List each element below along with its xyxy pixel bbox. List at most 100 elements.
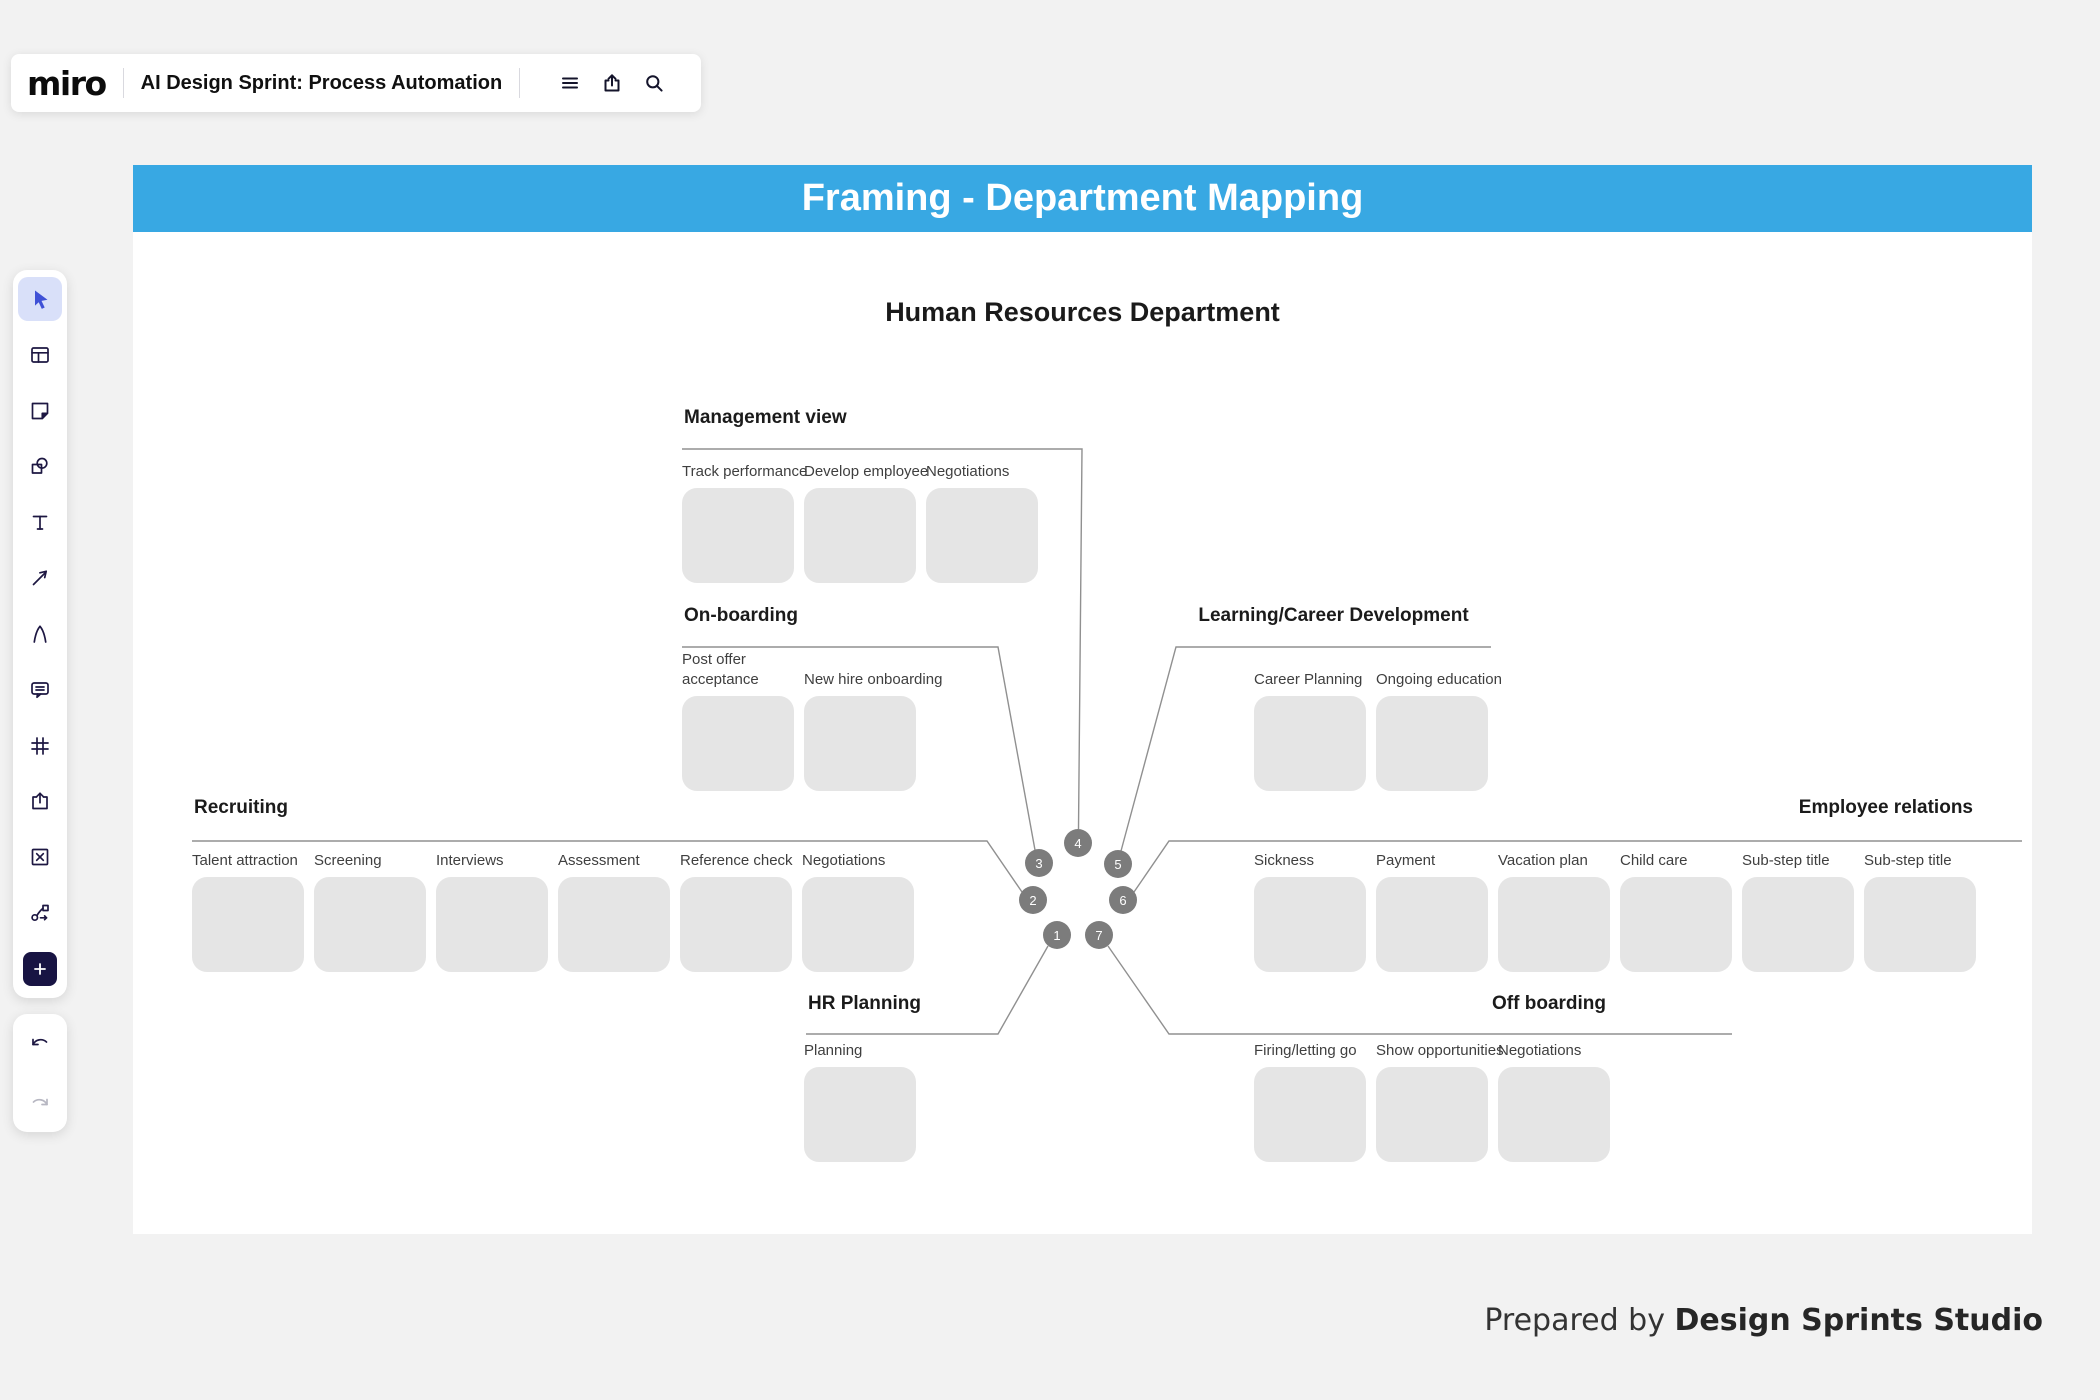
- step-node-7[interactable]: 7: [1085, 921, 1113, 949]
- sub-step: Track performance: [682, 444, 807, 583]
- section-management-view-cards: Track performance Develop employee Negot…: [682, 444, 1038, 583]
- sub-step: Ongoing education: [1376, 652, 1502, 791]
- board-canvas[interactable]: Framing - Department Mapping: [133, 165, 2032, 1234]
- menu-icon: [562, 77, 579, 89]
- step-node-4[interactable]: 4: [1064, 829, 1092, 857]
- sub-step-card[interactable]: [802, 877, 914, 972]
- frame-icon: [31, 736, 49, 755]
- menu-button[interactable]: [549, 62, 591, 104]
- board-name[interactable]: AI Design Sprint: Process Automation: [140, 71, 503, 94]
- embed-box-icon: [31, 848, 49, 866]
- sub-step: Negotiations: [1498, 1023, 1610, 1162]
- section-title-recruiting: Recruiting: [194, 797, 288, 818]
- department-title: Human Resources Department: [885, 297, 1280, 327]
- sub-step-label: Planning: [804, 1041, 863, 1059]
- section-hr-planning-cards: Planning: [804, 1023, 916, 1162]
- section-title-hr-planning: HR Planning: [808, 993, 921, 1014]
- sub-step-label: Interviews: [436, 851, 504, 869]
- sub-step-card[interactable]: [926, 488, 1038, 583]
- sub-step-card[interactable]: [1376, 877, 1488, 972]
- sticky-note-tool-button[interactable]: [18, 389, 62, 433]
- step-node-3[interactable]: 3: [1025, 849, 1053, 877]
- arrow-tool-button[interactable]: [18, 556, 62, 600]
- sub-step-card[interactable]: [192, 877, 304, 972]
- sub-step: Develop employee: [804, 444, 929, 583]
- templates-icon: [31, 346, 49, 363]
- sub-step-card[interactable]: [804, 696, 916, 791]
- frame-tool-button[interactable]: [18, 724, 62, 768]
- section-recruiting-cards: Talent attraction Screening Interviews A…: [192, 833, 914, 972]
- comment-tool-button[interactable]: [18, 668, 62, 712]
- sub-step-label: Ongoing education: [1376, 670, 1502, 688]
- topbar-divider: [122, 68, 124, 98]
- sub-step-card[interactable]: [682, 488, 794, 583]
- app-topbar: miro AI Design Sprint: Process Automatio…: [11, 54, 701, 112]
- shapes-icon: [31, 458, 48, 475]
- share-button[interactable]: [591, 62, 633, 104]
- sub-step: Talent attraction: [192, 833, 304, 972]
- sub-step-label: Reference check: [680, 851, 793, 869]
- section-employee-relations-cards: Sickness Payment Vacation plan Child car…: [1254, 833, 1976, 972]
- add-icon: [34, 963, 46, 975]
- sub-step-label: New hire onboarding: [804, 670, 943, 688]
- sub-step-label: Assessment: [558, 851, 640, 869]
- undo-icon: [32, 1038, 48, 1046]
- comment-icon: [31, 681, 49, 698]
- topbar-divider: [519, 68, 521, 98]
- select-tool-button[interactable]: [18, 277, 62, 321]
- sub-step-card[interactable]: [1864, 877, 1976, 972]
- redo-button[interactable]: [18, 1081, 62, 1125]
- sub-step-card[interactable]: [436, 877, 548, 972]
- sub-step-label: Develop employee: [804, 462, 929, 480]
- sub-step: New hire onboarding: [804, 652, 943, 791]
- miro-logo: miro: [27, 63, 107, 103]
- sub-step-card[interactable]: [1620, 877, 1732, 972]
- step-node-6[interactable]: 6: [1109, 886, 1137, 914]
- credit-line: Prepared by Design Sprints Studio: [1484, 1303, 2043, 1338]
- sub-step-card[interactable]: [804, 1067, 916, 1162]
- pen-tool-button[interactable]: [18, 612, 62, 656]
- section-title-management-view: Management view: [684, 407, 847, 428]
- sub-step-card[interactable]: [558, 877, 670, 972]
- sub-step-card[interactable]: [804, 488, 916, 583]
- section-title-learning-career: Learning/Career Development: [1198, 605, 1469, 626]
- embed-box-tool-button[interactable]: [18, 835, 62, 879]
- sub-step-card[interactable]: [1742, 877, 1854, 972]
- sub-step-label: Career Planning: [1254, 670, 1363, 688]
- step-node-2[interactable]: 2: [1019, 886, 1047, 914]
- sticky-note-icon: [31, 402, 49, 420]
- export-tool-button[interactable]: [18, 779, 62, 823]
- shapes-tool-button[interactable]: [18, 444, 62, 488]
- sub-step-card[interactable]: [1498, 877, 1610, 972]
- sub-step-card[interactable]: [1376, 1067, 1488, 1162]
- step-node-1[interactable]: 1: [1043, 921, 1071, 949]
- add-more-tools-button[interactable]: [18, 947, 62, 991]
- sub-step-card[interactable]: [682, 696, 794, 791]
- step-node-5[interactable]: 5: [1104, 850, 1132, 878]
- sub-step: Assessment: [558, 833, 670, 972]
- sub-step-card[interactable]: [680, 877, 792, 972]
- search-button[interactable]: [633, 62, 675, 104]
- redo-icon: [32, 1098, 48, 1106]
- arrow-icon: [32, 570, 48, 586]
- sub-step-card[interactable]: [1254, 1067, 1366, 1162]
- cursor-icon: [35, 290, 48, 309]
- sub-step: Reference check: [680, 833, 793, 972]
- sub-step-label: Vacation plan: [1498, 851, 1588, 869]
- undo-button[interactable]: [18, 1021, 62, 1065]
- sub-step-card[interactable]: [314, 877, 426, 972]
- sub-step-card[interactable]: [1254, 877, 1366, 972]
- text-tool-button[interactable]: [18, 500, 62, 544]
- section-off-boarding-cards: Firing/letting go Show opportunities Neg…: [1254, 1023, 1610, 1162]
- frame-title: Framing - Department Mapping: [801, 177, 1364, 219]
- templates-tool-button[interactable]: [18, 333, 62, 377]
- share-icon: [604, 74, 620, 92]
- sub-step-card[interactable]: [1254, 696, 1366, 791]
- section-title-on-boarding: On-boarding: [684, 605, 798, 626]
- sub-step-card[interactable]: [1376, 696, 1488, 791]
- connector-tool-button[interactable]: [18, 891, 62, 935]
- sub-step-card[interactable]: [1498, 1067, 1610, 1162]
- sub-step: Negotiations: [802, 833, 914, 972]
- sub-step-label: Post offer acceptance: [682, 651, 759, 688]
